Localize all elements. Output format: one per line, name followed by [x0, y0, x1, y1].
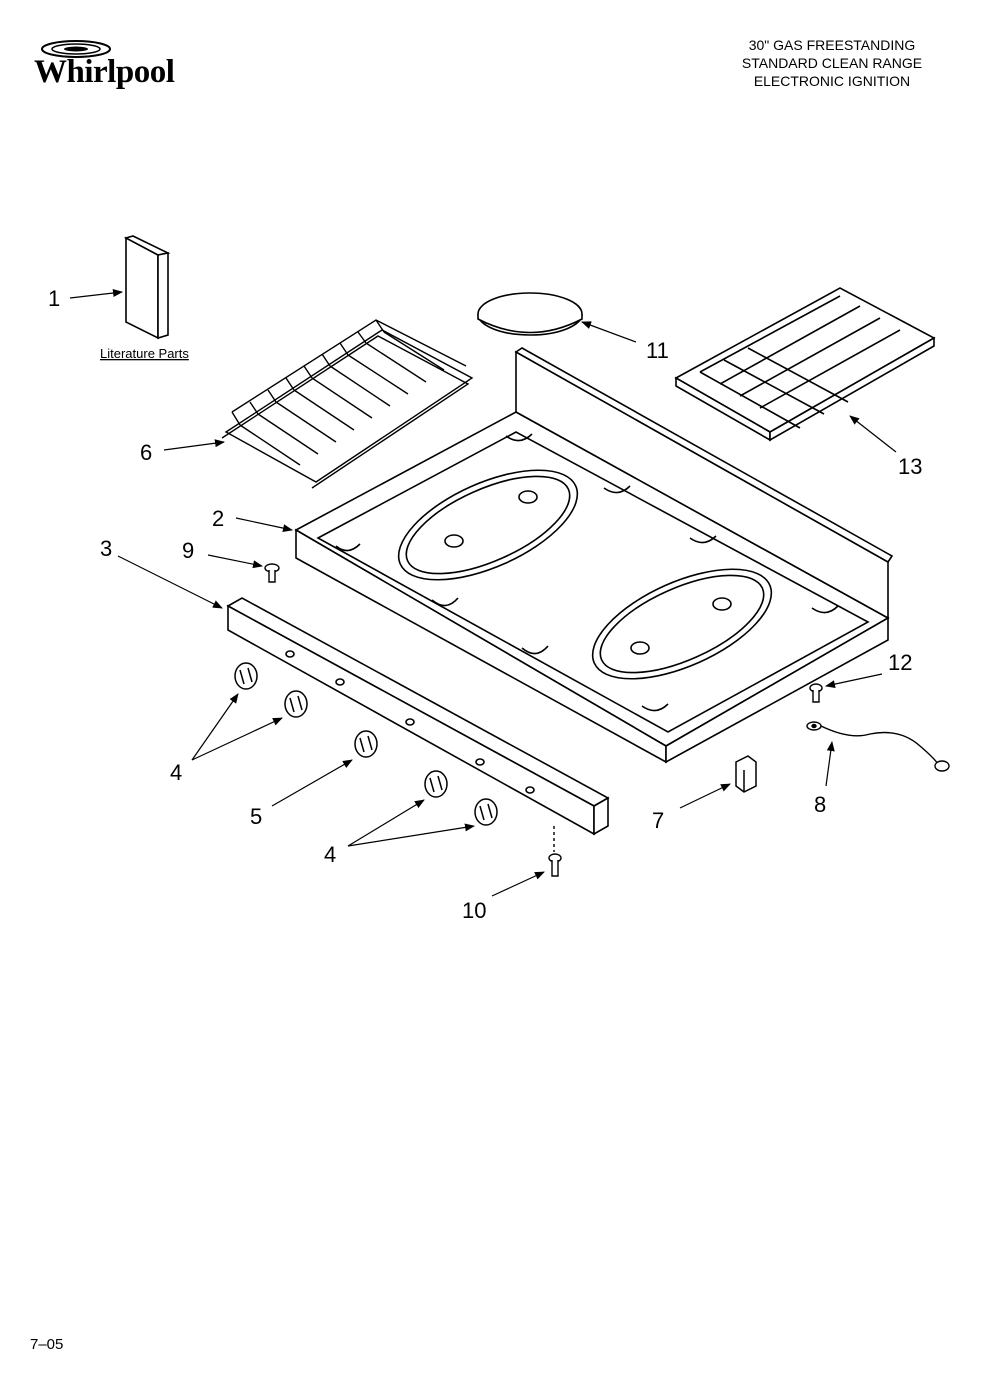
clip — [735, 755, 757, 793]
literature-label: Literature Parts — [100, 346, 189, 361]
callout-7: 7 — [652, 808, 664, 833]
callout-4-upper: 4 — [170, 760, 182, 785]
screw-10 — [548, 826, 562, 877]
title-line-1: 30" GAS FREESTANDING — [748, 37, 916, 53]
arrow-13 — [849, 415, 897, 453]
page-code: 7–05 — [30, 1336, 64, 1353]
screw-9 — [264, 563, 280, 583]
callout-8: 8 — [814, 792, 826, 817]
arrow-3 — [117, 555, 223, 609]
burner-cap — [477, 292, 583, 336]
cooktop — [294, 347, 894, 764]
arrow-4a-1 — [191, 693, 239, 761]
control-panel — [226, 597, 610, 836]
callout-9: 9 — [182, 538, 194, 563]
ground-wire — [806, 721, 950, 772]
callout-2: 2 — [212, 506, 224, 531]
callout-3: 3 — [100, 536, 112, 561]
knob — [284, 690, 308, 718]
logo-swirl-icon — [41, 40, 111, 58]
knob — [354, 730, 378, 758]
callout-12: 12 — [888, 650, 912, 675]
callout-10: 10 — [462, 898, 486, 923]
arrow-2 — [235, 517, 293, 533]
callout-13: 13 — [898, 454, 922, 479]
burner-grate-right — [674, 287, 936, 442]
arrow-12 — [825, 673, 883, 689]
knob — [474, 798, 498, 826]
callout-1: 1 — [48, 286, 60, 311]
arrow-5 — [271, 759, 353, 807]
arrow-4a-2 — [191, 717, 283, 761]
wire-grate-left — [221, 319, 474, 489]
callout-11: 11 — [646, 338, 669, 363]
arrow-9 — [207, 554, 263, 569]
title-line-2: STANDARD CLEAN RANGE — [741, 55, 923, 71]
title-line-3: ELECTRONIC IGNITION — [753, 73, 911, 89]
arrow-8 — [825, 741, 835, 787]
arrow-7 — [679, 783, 731, 809]
arrow-4b-2 — [347, 823, 475, 847]
arrow-1 — [69, 289, 123, 299]
knob — [424, 770, 448, 798]
callout-6: 6 — [140, 440, 152, 465]
arrow-4b-1 — [347, 799, 425, 847]
screw-12 — [809, 683, 823, 703]
arrow-6 — [163, 439, 225, 451]
literature-booklet — [123, 235, 171, 340]
arrow-10 — [491, 871, 545, 897]
diagram-title: 30" GAS FREESTANDING STANDARD CLEAN RANG… — [702, 36, 962, 90]
whirlpool-logo: Whirlpool — [34, 38, 214, 98]
arrow-11 — [581, 321, 637, 343]
callout-4-lower: 4 — [324, 842, 336, 867]
callout-5: 5 — [250, 804, 262, 829]
knob — [234, 662, 258, 690]
brand-name: Whirlpool — [34, 54, 175, 90]
